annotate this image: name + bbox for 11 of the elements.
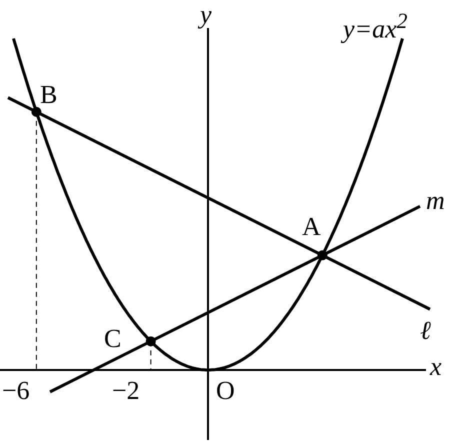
tick-label: −2 bbox=[112, 378, 140, 404]
line-label: m bbox=[426, 188, 445, 214]
point-label: B bbox=[40, 82, 58, 108]
curve-label: y=ax$^{2}$ bbox=[343, 8, 408, 43]
line-label: ℓ bbox=[420, 318, 431, 344]
point-label: C bbox=[104, 326, 122, 352]
tick-label: −6 bbox=[2, 378, 30, 404]
point-label: A bbox=[302, 214, 321, 240]
axis-label: y bbox=[200, 2, 212, 28]
axis-label: x bbox=[430, 354, 442, 380]
origin-label: O bbox=[216, 378, 235, 404]
